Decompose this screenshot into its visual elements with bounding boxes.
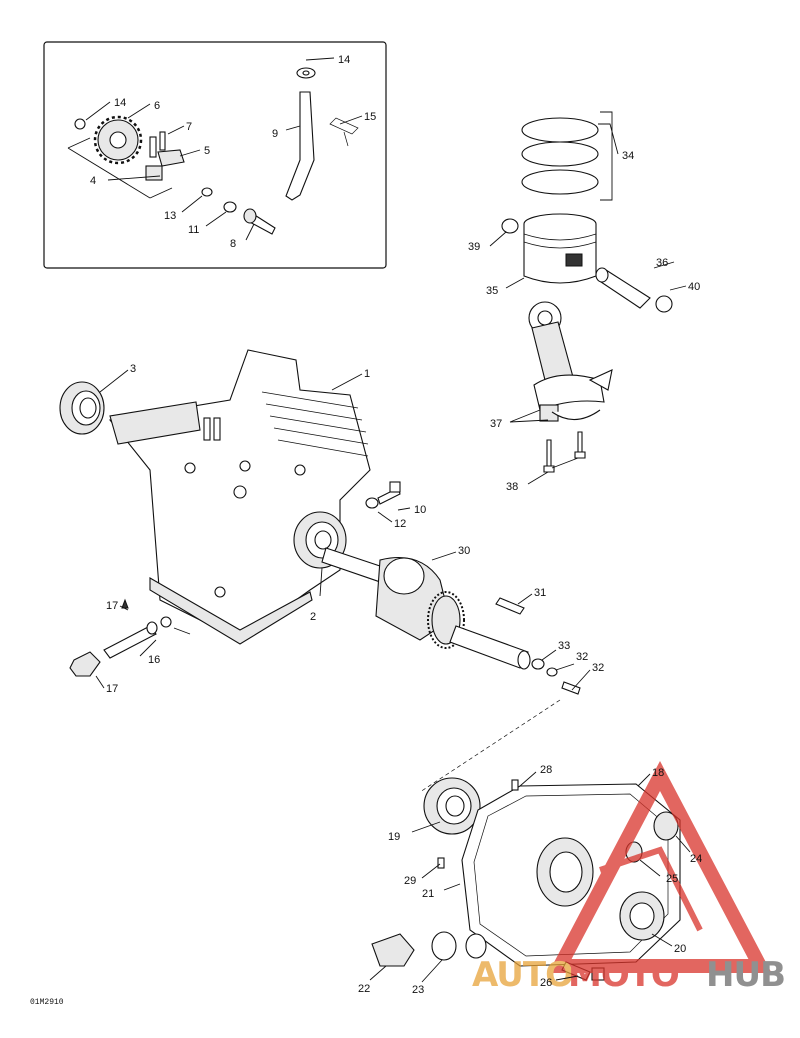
callout-34: 34 [622, 150, 634, 162]
callout-31: 32 [592, 662, 604, 674]
callout-35: 35 [486, 285, 498, 297]
connecting-rod [528, 301, 613, 422]
callout-labels: 14 14 6 7 5 4 9 15 13 11 8 34 39 35 36 4… [90, 54, 702, 996]
callout-33: 32 [576, 651, 588, 663]
callout-6: 6 [154, 100, 160, 112]
callout-21: 20 [674, 943, 686, 955]
watermark-hub: HUB [706, 955, 785, 995]
callout-23: 22 [358, 983, 370, 995]
callout-28: 28 [540, 764, 552, 776]
callout-14: 14 [338, 54, 350, 66]
callout-39: 40 [688, 281, 700, 293]
callout-5: 5 [204, 145, 210, 157]
callout-8: 8 [230, 238, 236, 250]
piston-group [501, 111, 673, 473]
callout-19: 18 [652, 767, 664, 779]
callout-27: 26 [540, 977, 552, 989]
callout-9: 9 [272, 128, 278, 140]
callout-29: 30 [458, 545, 470, 557]
leader-lines [85, 57, 691, 983]
callout-39: 39 [468, 241, 480, 253]
callout-13: 13 [164, 210, 176, 222]
warning-triangle-icon [548, 760, 772, 973]
figure-code: 01M2910 [30, 998, 64, 1007]
crankcase-cover [371, 777, 681, 981]
governor-inset [43, 41, 387, 269]
callout-14: 14 [114, 97, 126, 109]
callout-26: 25 [666, 873, 678, 885]
callout-7: 7 [186, 121, 192, 133]
crankcase [59, 349, 371, 645]
watermark-auto: AUTO [472, 955, 573, 995]
watermark: AUTO MOTO HUB [472, 760, 786, 995]
callout-10: 10 [414, 504, 426, 516]
callout-38: 38 [506, 481, 518, 493]
callout-17: 17 [106, 683, 118, 695]
callout-18: 17 [106, 600, 118, 612]
callout-32: 33 [558, 640, 570, 652]
callout-36: 36 [656, 257, 668, 269]
drain-plug [69, 598, 172, 677]
callout-30: 31 [534, 587, 546, 599]
callout-22: 21 [422, 888, 434, 900]
callout-2: 2 [310, 611, 316, 623]
callout-25: 24 [690, 853, 702, 865]
callout-37: 37 [490, 418, 502, 430]
crankshaft [321, 547, 531, 670]
governor-gear [74, 115, 143, 165]
callout-11: 11 [188, 224, 199, 236]
callout-15: 15 [364, 111, 376, 123]
piston [523, 213, 597, 284]
callout-28: 29 [404, 875, 416, 887]
callout-3: 3 [130, 363, 136, 375]
callout-12: 12 [394, 518, 406, 530]
callout-1: 1 [364, 368, 370, 380]
callout-20: 19 [388, 831, 400, 843]
callout-24: 23 [412, 984, 424, 996]
watermark-moto: MOTO [568, 955, 679, 995]
callout-4: 4 [90, 175, 96, 187]
callout-16: 16 [148, 654, 160, 666]
